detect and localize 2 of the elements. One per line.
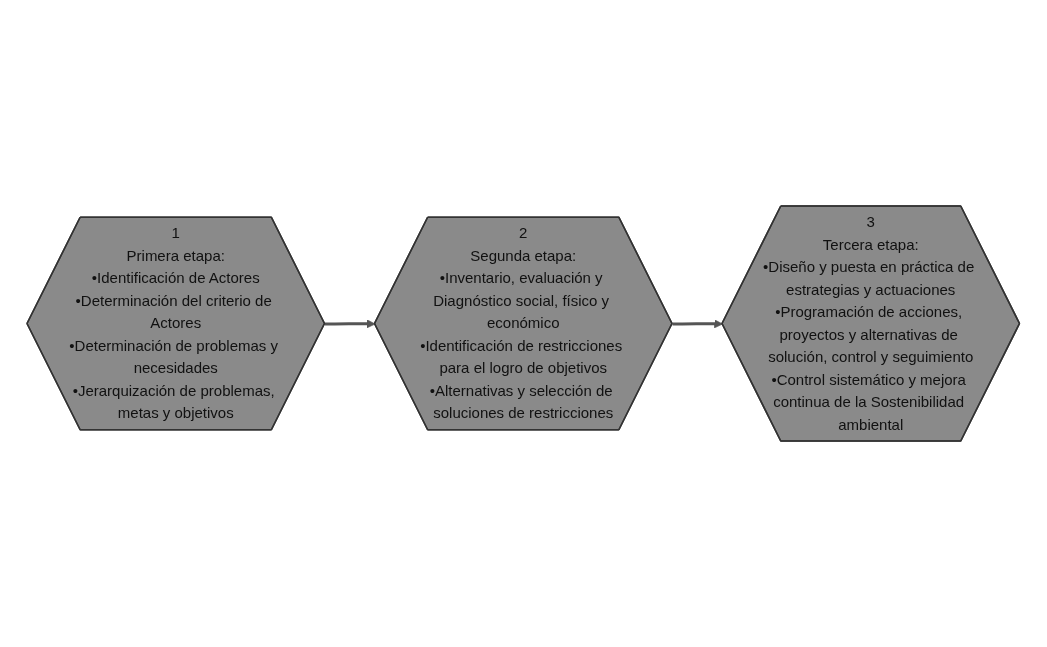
arrow bbox=[325, 319, 376, 329]
arrow bbox=[672, 319, 724, 329]
